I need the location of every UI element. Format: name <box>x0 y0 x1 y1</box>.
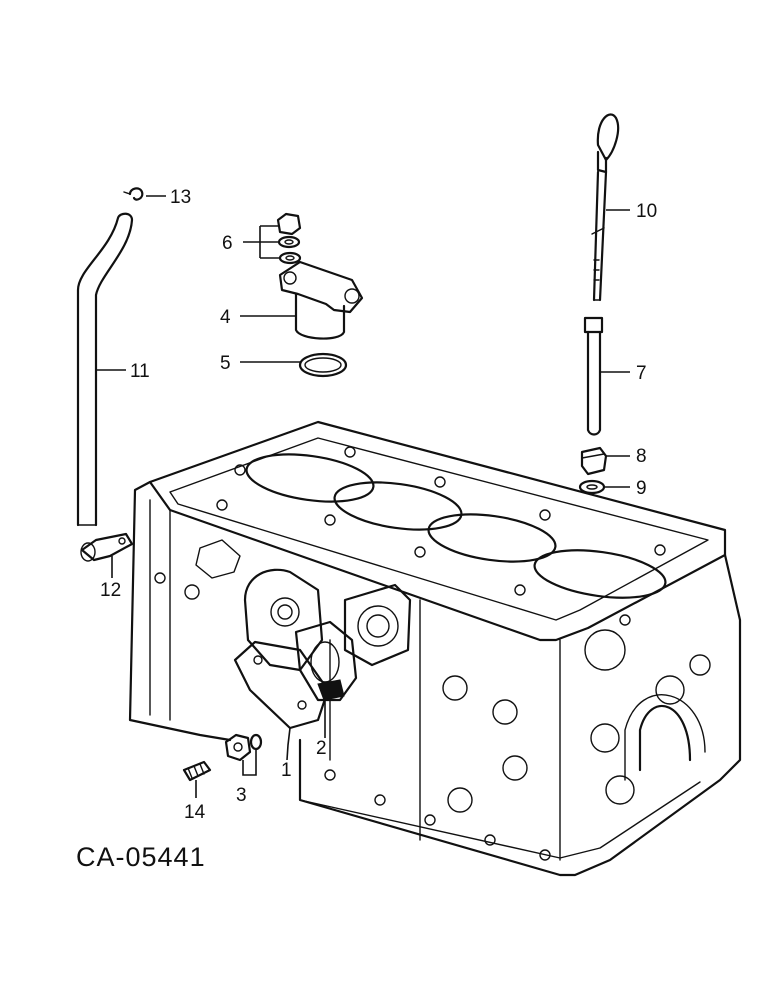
cylinder-block <box>128 420 742 877</box>
figure-code: CA-05441 <box>76 842 206 872</box>
part-14-stud <box>182 760 212 798</box>
callout-2: 2 <box>316 738 327 759</box>
front-cover-seal-housing <box>243 568 324 672</box>
callout-12: 12 <box>100 580 121 601</box>
part-3-nut-and-washer <box>224 733 263 776</box>
part-12-clamp <box>80 532 134 578</box>
callout-13: 13 <box>170 187 191 208</box>
callout-7: 7 <box>636 363 647 384</box>
callout-9: 9 <box>636 478 647 499</box>
callout-5: 5 <box>220 353 231 374</box>
callout-3: 3 <box>236 785 247 806</box>
part-1-cover-plate <box>233 640 330 761</box>
part-7-dipstick-tube <box>583 316 630 436</box>
part-6-nut-and-washers <box>243 212 302 265</box>
callout-6: 6 <box>222 233 233 254</box>
part-4-outlet-housing <box>240 260 364 340</box>
part-8-plug <box>580 446 630 476</box>
callout-14: 14 <box>184 802 206 823</box>
part-9-washer <box>578 479 630 495</box>
callout-11: 11 <box>130 361 150 382</box>
part-13-clip <box>123 187 166 201</box>
part-11-tube <box>76 212 134 527</box>
part-10-dipstick <box>591 113 630 302</box>
callout-4: 4 <box>220 307 231 328</box>
part-2-gasket <box>294 620 358 738</box>
callout-1: 1 <box>281 760 292 781</box>
callout-10: 10 <box>636 201 657 222</box>
callout-8: 8 <box>636 446 647 467</box>
part-5-o-ring <box>240 352 348 378</box>
